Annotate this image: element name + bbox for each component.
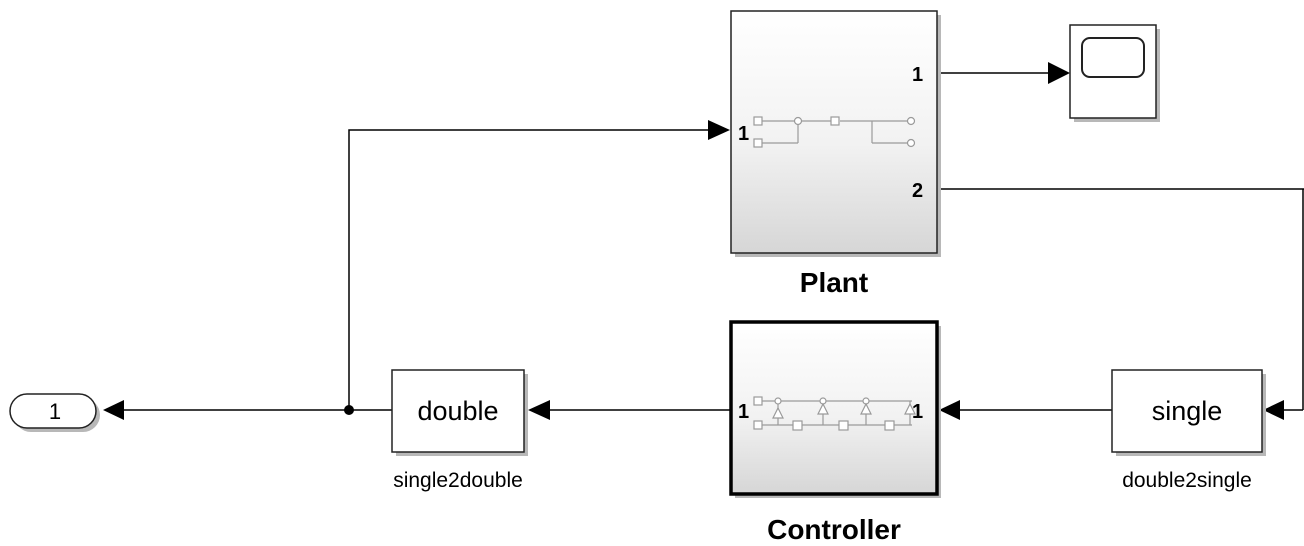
controller-block-name: Controller (767, 514, 901, 545)
double2single-caption: double2single (1122, 469, 1252, 492)
controller-block-body[interactable] (729, 320, 939, 496)
single2double-block-label: double (417, 396, 498, 426)
plant-input-port-label: 1 (738, 123, 749, 145)
outport-block-body[interactable] (9, 393, 97, 429)
signal-arrowheads (103, 62, 1284, 420)
plant-block-body[interactable] (730, 10, 938, 254)
branch-point (344, 405, 354, 415)
plant-block[interactable]: 1 1 2 (730, 10, 941, 257)
double2single-block-label: single (1152, 396, 1223, 426)
single2double-block[interactable]: double (391, 369, 528, 456)
plant-block-name: Plant (800, 267, 868, 298)
controller-output-port-label: 1 (738, 401, 749, 423)
outport-block[interactable]: 1 (9, 393, 100, 432)
double2single-block-body[interactable] (1111, 369, 1263, 453)
arrow-into-plant (708, 120, 730, 140)
single2double-block-body[interactable] (391, 369, 525, 453)
controller-inner-diagram-icon (753, 396, 916, 431)
arrow-into-controller (939, 400, 960, 420)
controller-block[interactable]: 1 1 (729, 320, 941, 498)
plant-output-port-2-label: 2 (912, 180, 923, 202)
arrow-into-scope (1048, 62, 1070, 84)
arrow-into-double2single (1263, 400, 1284, 420)
scope-block[interactable] (1069, 24, 1160, 122)
scope-screen-icon (1081, 37, 1145, 78)
plant-inner-diagram-icon (753, 116, 916, 148)
arrow-into-single2double (528, 400, 550, 420)
signal-branch-to-plant[interactable] (348, 129, 708, 410)
controller-input-port-label: 1 (912, 401, 923, 423)
outport-block-label: 1 (49, 399, 61, 424)
plant-output-port-1-label: 1 (912, 64, 923, 86)
single2double-caption: single2double (393, 469, 523, 492)
double2single-block[interactable]: single (1111, 369, 1266, 456)
arrow-into-outport (103, 400, 124, 420)
